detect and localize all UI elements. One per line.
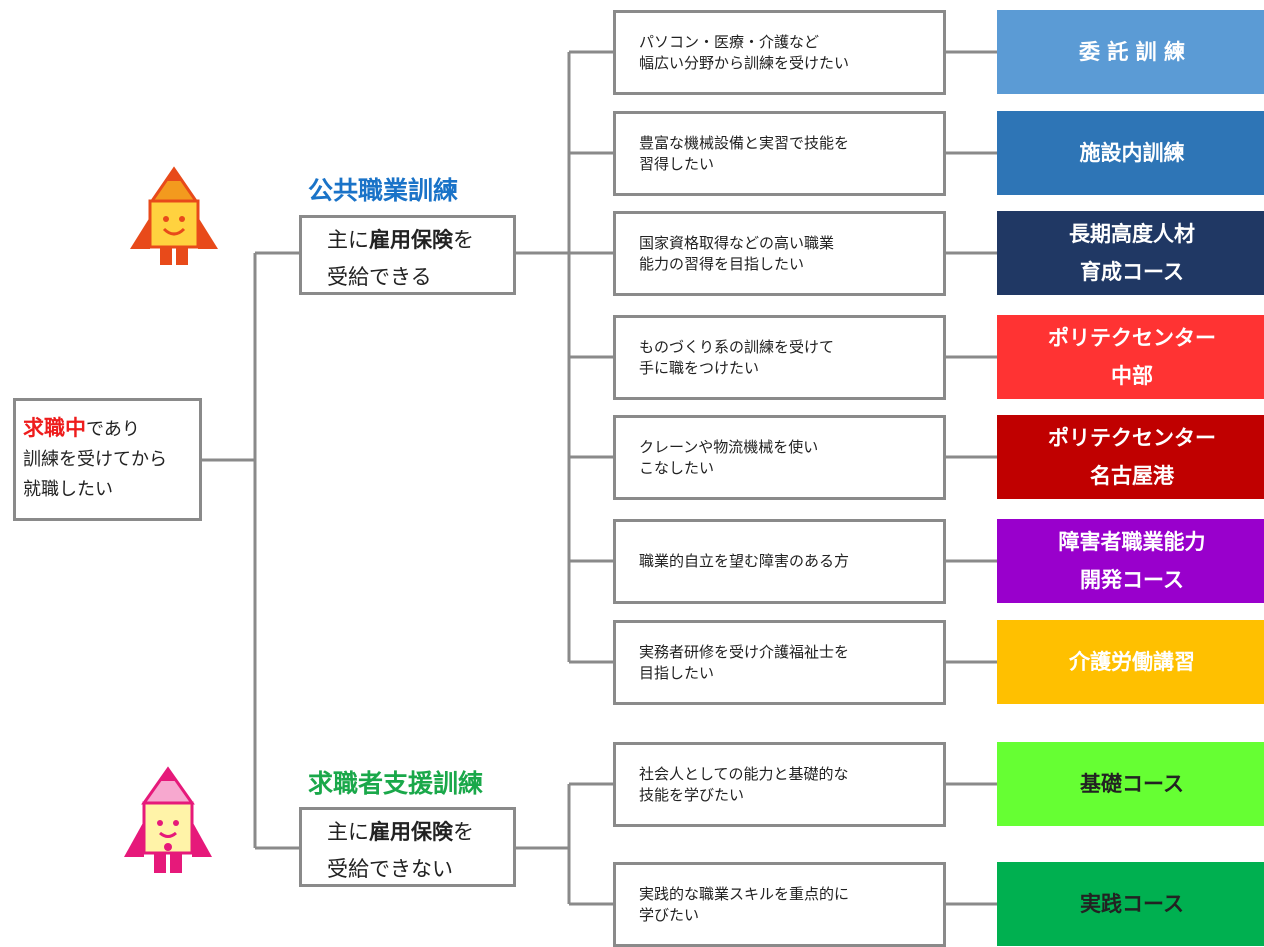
category-title-public: 公共職業訓練 xyxy=(308,176,459,205)
category-title-support: 求職者支援訓練 xyxy=(308,769,484,798)
start-line3: 就職したい xyxy=(23,479,113,500)
start-line1-rest: であり xyxy=(86,419,140,440)
category-text-pre: 主に xyxy=(327,820,369,844)
condition-text-line: 技能を学びたい xyxy=(639,785,745,804)
condition-text-line: 国家資格取得などの高い職業 xyxy=(639,233,835,252)
pencil-mascot-pink-icon xyxy=(124,766,212,873)
course-box: 基礎コース xyxy=(997,742,1264,826)
condition-text-line: パソコン・医療・介護など xyxy=(639,32,820,51)
category-text-pre: 主に xyxy=(327,228,369,252)
condition-text-line: 豊富な機械設備と実習で技能を xyxy=(639,133,850,152)
condition-text-line: こなしたい xyxy=(639,458,715,477)
condition-text-line: 手に職をつけたい xyxy=(639,358,760,377)
course-box: 障害者職業能力開発コース xyxy=(997,519,1264,603)
course-label-line: 委 託 訓 練 xyxy=(1079,40,1185,64)
course-label-line: 中部 xyxy=(1111,364,1153,388)
course-label-line: 介護労働講習 xyxy=(1069,650,1195,674)
course-label-line: 長期高度人材 xyxy=(1069,222,1195,246)
condition-text-line: 実務者研修を受け介護福祉士を xyxy=(639,642,850,661)
category-text-bold: 雇用保険 xyxy=(369,820,453,844)
course-box: 施設内訓練 xyxy=(997,111,1264,195)
course-box: ポリテクセンター名古屋港 xyxy=(997,415,1264,499)
course-label-line: 基礎コース xyxy=(1080,772,1184,796)
course-box: 介護労働講習 xyxy=(997,620,1264,704)
condition-text-line: 能力の習得を目指したい xyxy=(639,254,805,273)
category-text-post: を xyxy=(453,820,474,844)
condition-text-line: 幅広い分野から訓練を受けたい xyxy=(639,53,850,72)
condition-box: 豊富な機械設備と実習で技能を習得したい xyxy=(613,111,946,196)
category-text-bold: 雇用保険 xyxy=(369,228,453,252)
condition-box: クレーンや物流機械を使いこなしたい xyxy=(613,415,946,500)
start-line2: 訓練を受けてから xyxy=(23,449,167,470)
condition-text-line: 社会人としての能力と基礎的な xyxy=(639,764,849,783)
category-text-line2: 受給できない xyxy=(327,857,453,881)
condition-box: パソコン・医療・介護など幅広い分野から訓練を受けたい xyxy=(613,10,946,95)
condition-box: 国家資格取得などの高い職業能力の習得を目指したい xyxy=(613,211,946,296)
pencil-mascot-orange-icon xyxy=(130,166,218,265)
course-box: 長期高度人材育成コース xyxy=(997,211,1264,295)
condition-box: 社会人としての能力と基礎的な技能を学びたい xyxy=(613,742,946,827)
condition-box: 職業的自立を望む障害のある方 xyxy=(613,519,946,604)
start-node: 求職中であり 訓練を受けてから 就職したい xyxy=(13,398,202,521)
condition-text-line: ものづくり系の訓練を受けて xyxy=(639,337,835,356)
category-box-public: 主に雇用保険を 受給できる xyxy=(299,215,516,295)
condition-box: 実務者研修を受け介護福祉士を目指したい xyxy=(613,620,946,705)
condition-text-line: 学びたい xyxy=(639,905,700,924)
condition-box: ものづくり系の訓練を受けて手に職をつけたい xyxy=(613,315,946,400)
category-box-support: 主に雇用保険を 受給できない xyxy=(299,807,516,887)
condition-text-line: 目指したい xyxy=(639,663,715,682)
course-label-line: 実践コース xyxy=(1080,892,1184,916)
category-text-post: を xyxy=(453,228,474,252)
course-box: 実践コース xyxy=(997,862,1264,946)
course-label-line: 障害者職業能力 xyxy=(1058,530,1206,554)
condition-box: 実践的な職業スキルを重点的に学びたい xyxy=(613,862,946,947)
course-label-line: ポリテクセンター xyxy=(1048,426,1216,450)
course-label-line: 名古屋港 xyxy=(1090,464,1174,488)
condition-text-line: 実践的な職業スキルを重点的に xyxy=(639,884,850,903)
course-box: 委 託 訓 練 xyxy=(997,10,1264,94)
condition-text-line: クレーンや物流機械を使い xyxy=(639,437,819,456)
course-label-line: 開発コース xyxy=(1080,568,1184,592)
condition-text-line: 習得したい xyxy=(639,154,715,173)
course-label-line: ポリテクセンター xyxy=(1048,326,1216,350)
course-label-line: 施設内訓練 xyxy=(1079,141,1185,165)
category-text-line2: 受給できる xyxy=(327,265,432,289)
course-box: ポリテクセンター中部 xyxy=(997,315,1264,399)
start-highlight: 求職中 xyxy=(23,416,86,440)
condition-text-line: 職業的自立を望む障害のある方 xyxy=(639,552,850,570)
course-label-line: 育成コース xyxy=(1080,260,1184,284)
